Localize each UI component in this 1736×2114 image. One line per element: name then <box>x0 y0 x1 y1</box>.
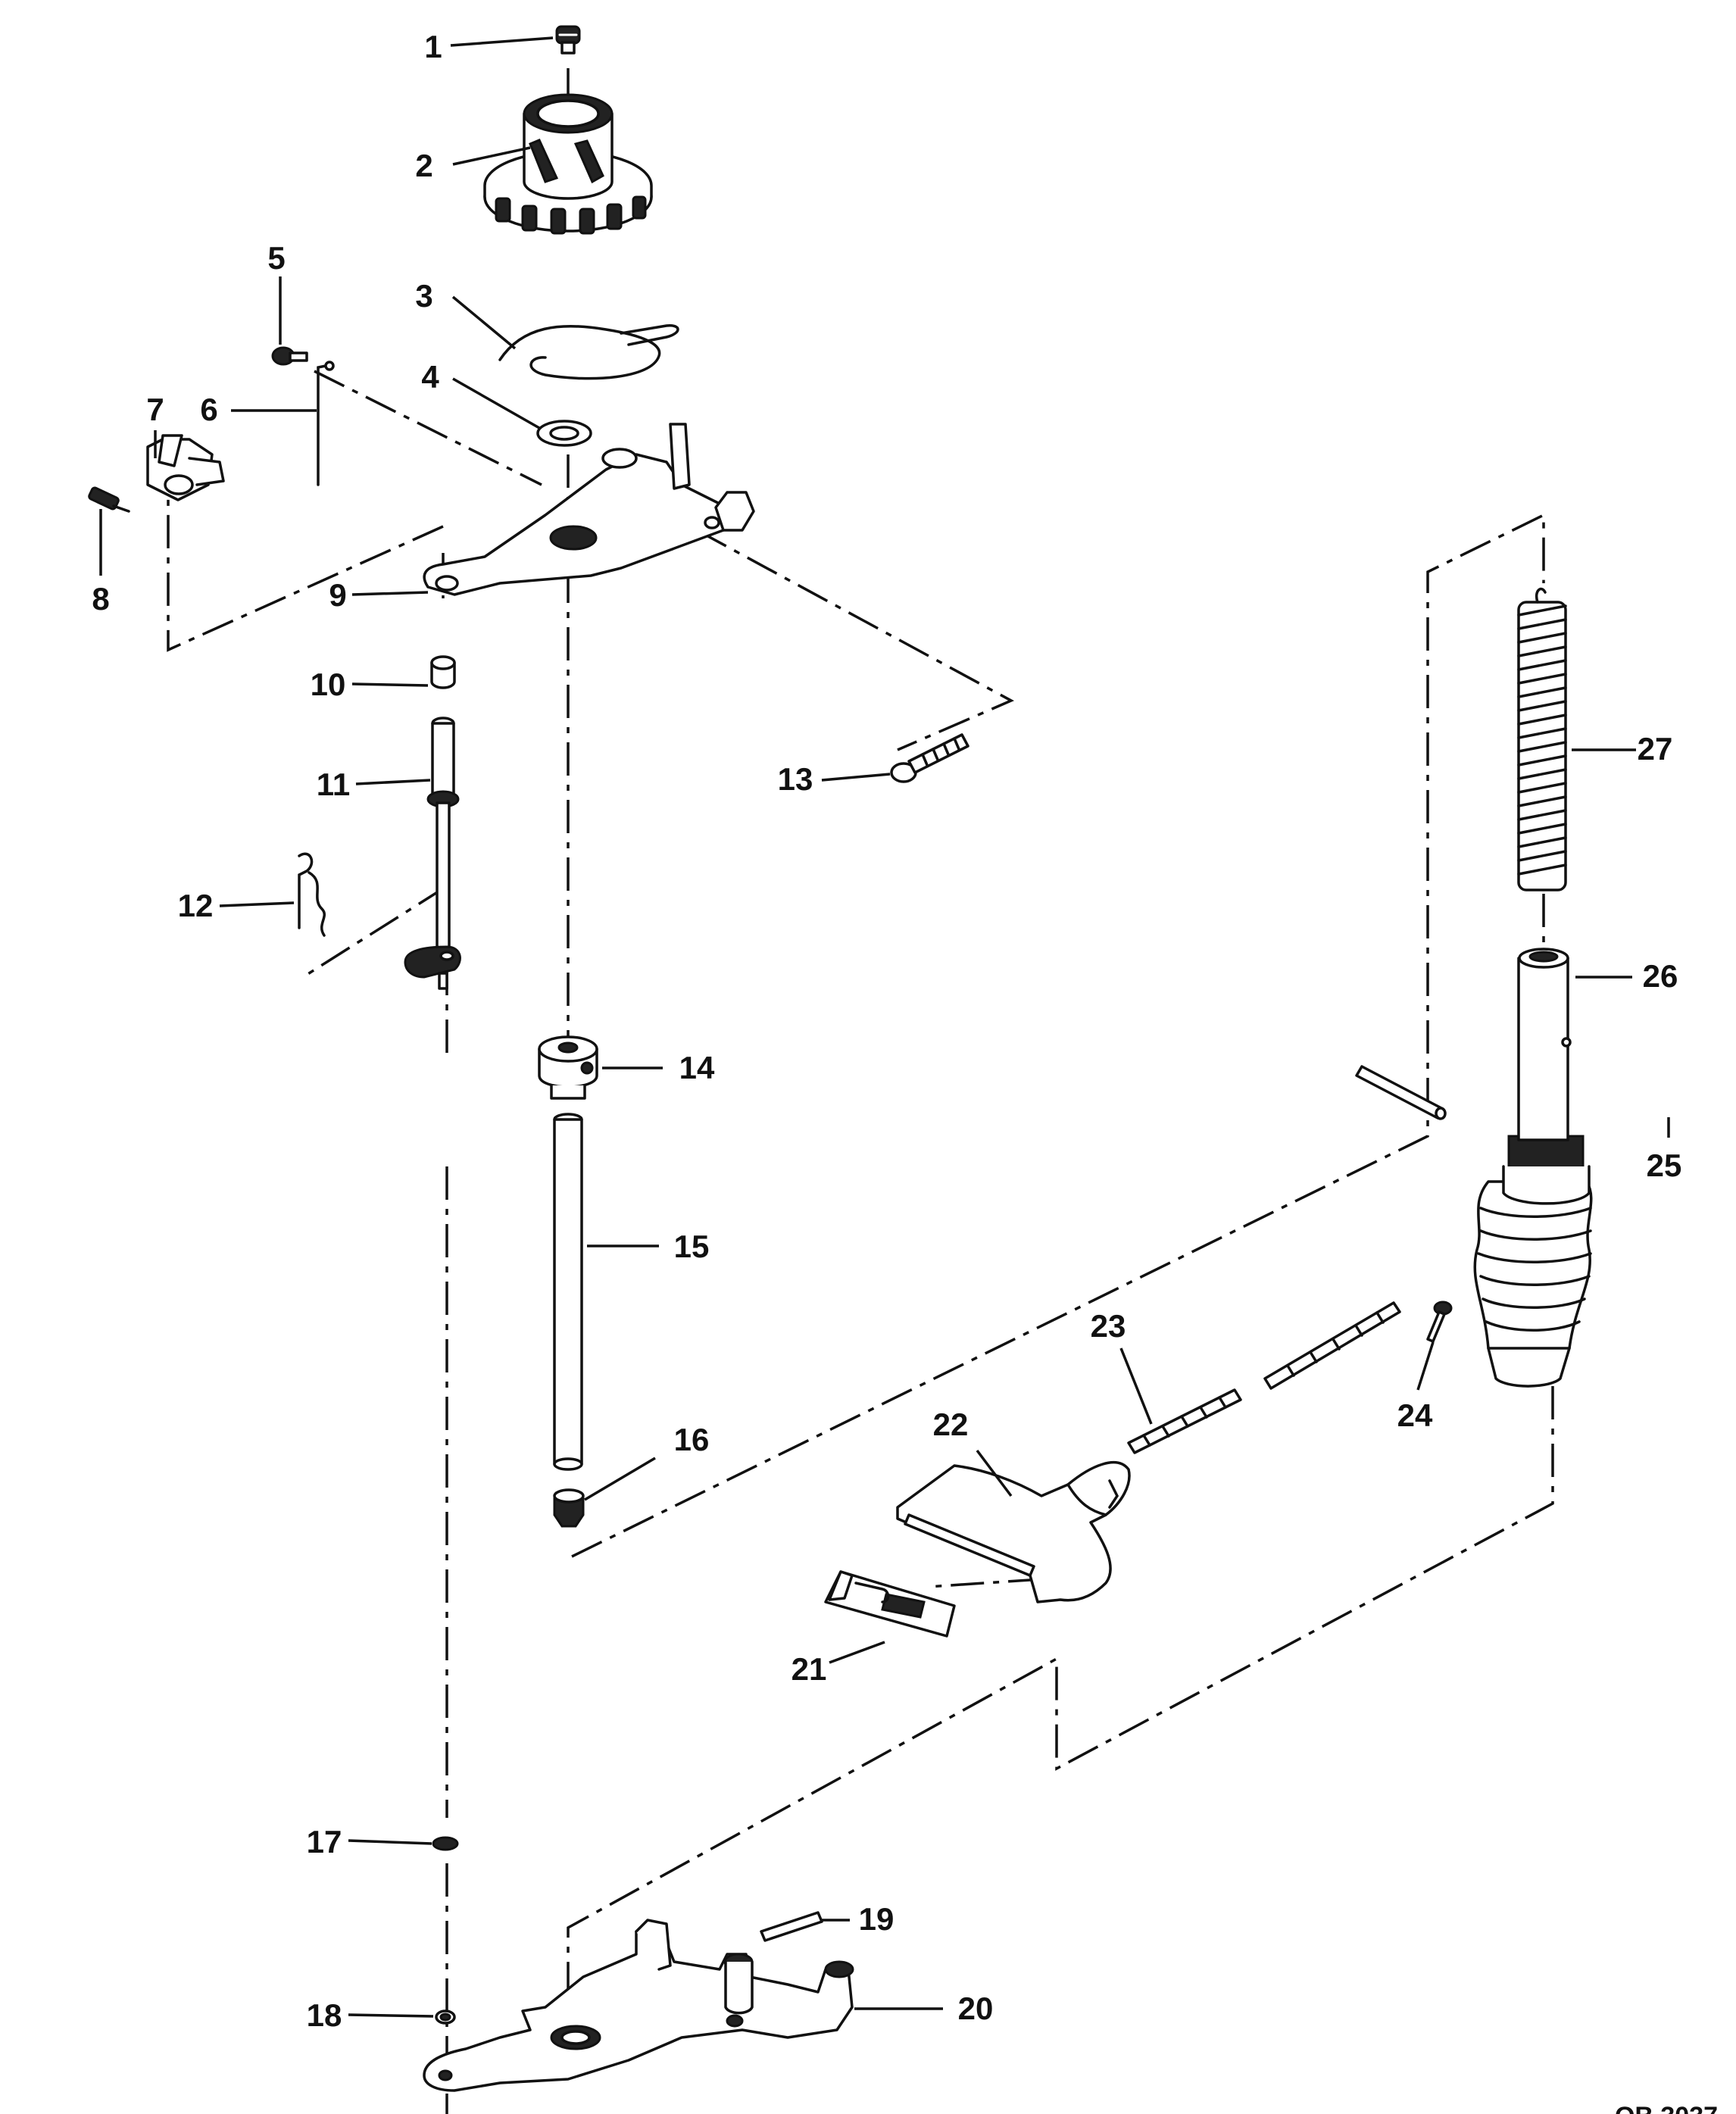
part-3-wire-spring <box>498 324 679 380</box>
callout-9: 9 <box>329 577 346 613</box>
callout-6: 6 <box>200 392 217 427</box>
callout-14: 14 <box>679 1050 715 1085</box>
part-7-clamp <box>146 434 225 501</box>
callout-8: 8 <box>92 581 109 617</box>
callout-23: 23 <box>1091 1308 1126 1344</box>
callout-17: 17 <box>307 1824 342 1860</box>
callout-16: 16 <box>674 1422 710 1457</box>
alignment-lines <box>167 68 1554 2114</box>
part-23-roll-pins <box>1127 1301 1401 1454</box>
part-18-clip <box>435 2009 456 2025</box>
callout-2: 2 <box>415 148 432 183</box>
callout-26: 26 <box>1643 958 1678 994</box>
callout-19: 19 <box>859 1901 895 1937</box>
part-1-screw <box>555 25 581 55</box>
bellows-folds <box>1477 1207 1592 1332</box>
callout-12: 12 <box>178 888 214 923</box>
callout-15: 15 <box>674 1229 710 1264</box>
part-21-latch-insert <box>824 1570 956 1638</box>
part-19-pin <box>760 1911 823 1942</box>
part-24-screw <box>1426 1301 1453 1343</box>
part-10-bushing <box>430 655 456 689</box>
part-25-pin <box>1355 1065 1447 1120</box>
callout-labels: 1 2 3 4 5 6 7 8 9 10 11 12 13 14 15 16 1… <box>92 29 1718 2114</box>
part-4-washer <box>536 420 592 447</box>
callout-27: 27 <box>1638 731 1673 767</box>
part-6-pin <box>317 361 335 486</box>
part-11-shaft <box>404 717 461 990</box>
callout-22: 22 <box>933 1407 969 1442</box>
gear-teeth <box>495 195 647 235</box>
callout-4: 4 <box>421 359 439 395</box>
callout-18: 18 <box>307 1997 342 2033</box>
spring-coils <box>1517 604 1567 876</box>
part-12-spring-clip <box>298 852 326 937</box>
part-8-screw <box>88 486 130 513</box>
coil-marks <box>1142 1311 1385 1447</box>
part-2-gear-cam <box>483 93 653 235</box>
screw-thread <box>921 737 960 767</box>
part-27-coil-spring <box>1517 587 1567 892</box>
part-15-rod <box>553 1113 583 1471</box>
callout-5: 5 <box>267 240 285 276</box>
leader-lines <box>99 36 1670 2018</box>
part-13-screw <box>890 733 969 783</box>
drawing-code: OB 3037 <box>1615 2102 1718 2114</box>
part-26-tiller-tube <box>1473 948 1593 1388</box>
callout-11: 11 <box>317 767 350 802</box>
callout-24: 24 <box>1397 1397 1433 1433</box>
callout-21: 21 <box>792 1651 827 1687</box>
part-22-handle <box>896 1461 1131 1603</box>
part-16-end-fitting <box>553 1488 585 1528</box>
callout-1: 1 <box>424 29 442 64</box>
callout-25: 25 <box>1647 1148 1682 1183</box>
part-17-clip <box>432 1836 459 1851</box>
callout-10: 10 <box>311 667 346 702</box>
callout-13: 13 <box>778 761 813 797</box>
callout-3: 3 <box>415 278 432 314</box>
part-20-lower-lever <box>423 1919 854 2092</box>
part-14-collar <box>538 1035 598 1100</box>
callout-7: 7 <box>146 392 164 427</box>
part-9-link-lever <box>423 423 755 596</box>
callout-20: 20 <box>958 1991 994 2026</box>
part-5-screw <box>271 346 308 366</box>
